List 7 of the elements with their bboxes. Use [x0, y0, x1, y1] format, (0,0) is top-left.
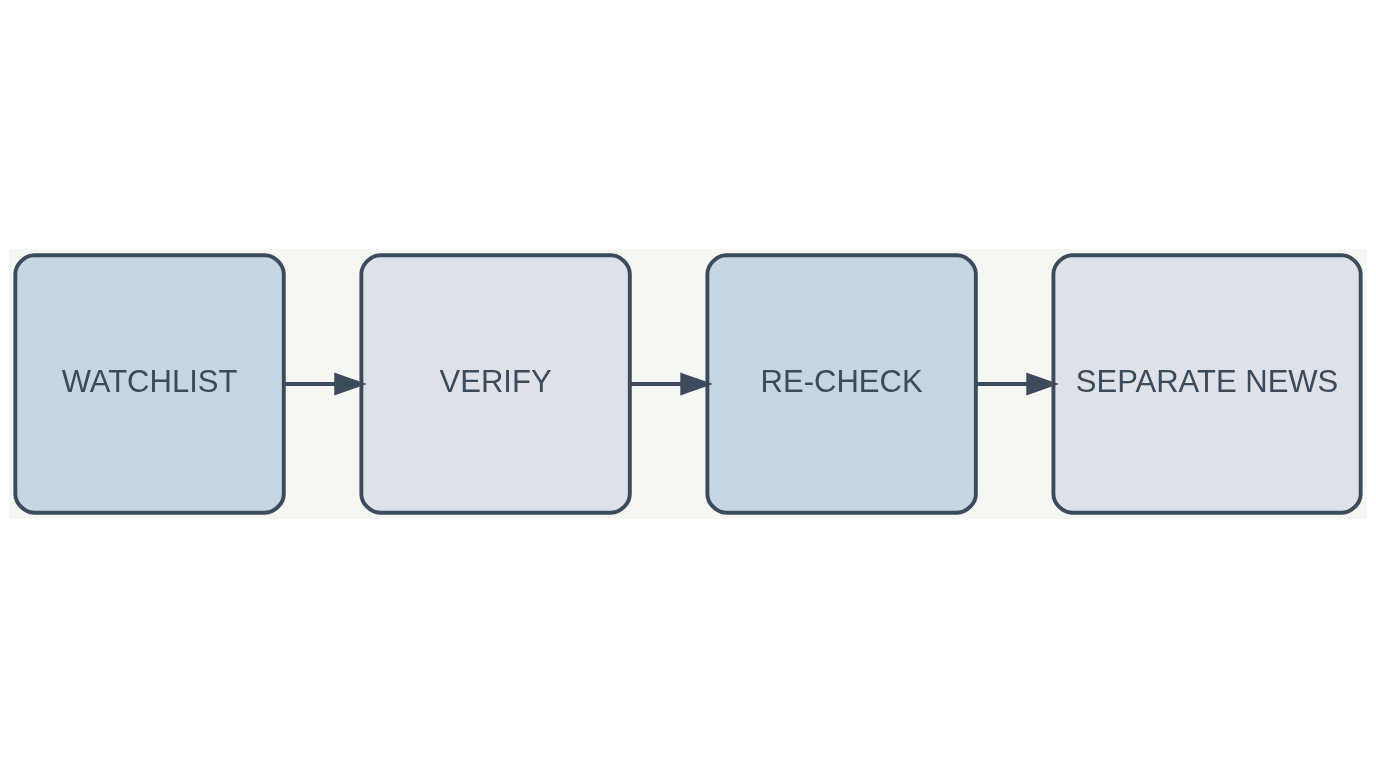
- node-box: WATCHLIST: [13, 253, 286, 515]
- node-box: SEPARATE NEWS: [1051, 253, 1363, 515]
- node-box: VERIFY: [359, 253, 632, 515]
- arrow: [976, 372, 1059, 396]
- arrow: [630, 372, 713, 396]
- arrow: [284, 372, 367, 396]
- node-box: RE-CHECK: [705, 253, 978, 515]
